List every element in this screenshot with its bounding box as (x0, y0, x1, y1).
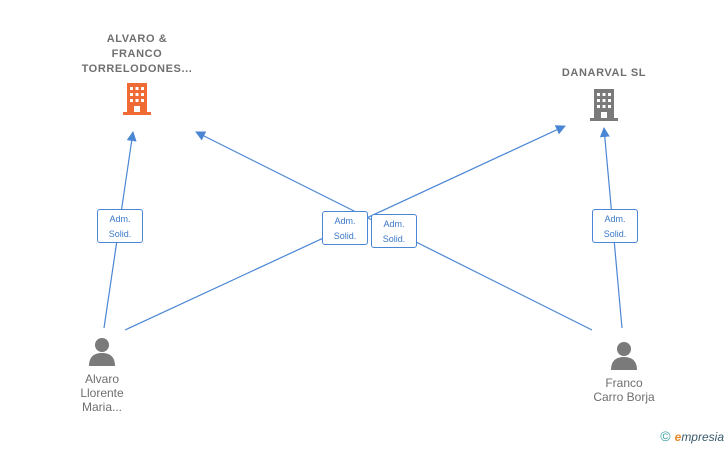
brand-initial: e (674, 430, 682, 444)
person-name-line: Franco (605, 376, 643, 390)
relation-label[interactable]: Adm. Solid. (371, 214, 417, 248)
relation-label-line2: Solid. (108, 229, 132, 239)
relation-label[interactable]: Adm. Solid. (322, 211, 368, 245)
relation-label-line2: Solid. (603, 229, 627, 239)
empresia-logo[interactable]: ©empresia (660, 428, 724, 444)
relation-label-line1: Adm. (109, 214, 131, 224)
relation-label-line2: Solid. (333, 231, 357, 241)
person-icon (611, 342, 637, 370)
relation-label-line2: Solid. (382, 234, 406, 244)
person-name-line: Carro Borja (593, 390, 655, 404)
building-icon (123, 83, 151, 115)
person-icon (89, 338, 115, 366)
relation-label-line1: Adm. (383, 219, 405, 229)
relation-label-line1: Adm. (334, 216, 356, 226)
company-name-line: ALVARO & (106, 33, 168, 45)
person-name-line: Llorente (80, 386, 124, 400)
relation-label-line1: Adm. (604, 214, 626, 224)
brand-name: mpresia (681, 430, 724, 444)
building-icon (590, 89, 618, 121)
person-node-franco[interactable]: Franco Carro Borja (578, 340, 670, 404)
copyright-icon: © (660, 428, 671, 444)
relation-label[interactable]: Adm. Solid. (97, 209, 143, 243)
company-node-alvaro-franco[interactable]: ALVARO & FRANCO TORRELODONES... (62, 32, 212, 117)
person-node-alvaro[interactable]: Alvaro Llorente Maria... (62, 336, 142, 414)
company-name-line: FRANCO (111, 48, 163, 60)
company-name-line: TORRELODONES... (81, 63, 193, 75)
relation-label[interactable]: Adm. Solid. (592, 209, 638, 243)
company-node-danarval[interactable]: DANARVAL SL (542, 66, 666, 123)
person-name-line: Maria... (81, 400, 122, 414)
person-name-line: Alvaro (84, 372, 119, 386)
company-name-line: DANARVAL SL (561, 67, 647, 79)
